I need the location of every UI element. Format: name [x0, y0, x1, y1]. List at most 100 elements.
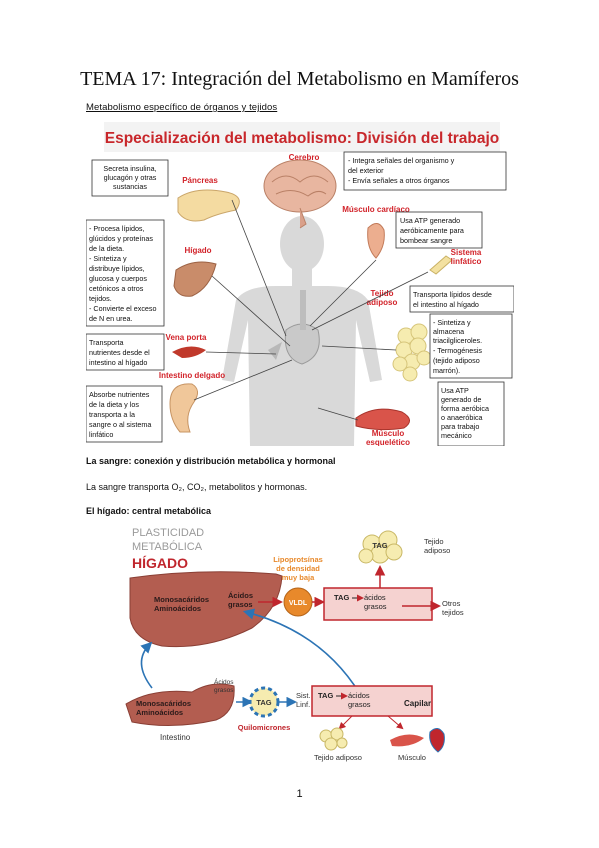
box-musculo-line: forma aeróbica — [441, 404, 489, 413]
skeletal-muscle-illustration — [355, 408, 410, 431]
box-pancreas — [91, 159, 169, 197]
box-vena-porta-line: Transporta — [89, 338, 124, 347]
section-heading-blood: La sangre: conexión y distribución metab… — [86, 456, 336, 466]
arrow-intestine-liver — [140, 641, 153, 689]
upper-vessel — [323, 587, 433, 621]
blood-paragraph: La sangre transporta O₂, CO₂, metabolito… — [86, 482, 308, 492]
label-sistema: Sistema — [451, 248, 482, 257]
liver-monosacaridos: Monosacáridos — [154, 595, 209, 604]
capillary-acidos: ácidos — [348, 691, 370, 700]
box-adiposo — [429, 313, 513, 379]
vldl-label: VLDL — [289, 600, 308, 607]
box-higado-line: - Sintetiza y — [89, 254, 127, 263]
box-musculo-line: mecánico — [441, 431, 472, 440]
box-vena-porta — [85, 333, 165, 371]
sist-1: Sist. — [296, 691, 311, 700]
section-heading-organs: Metabolismo específico de órganos y teji… — [86, 102, 278, 113]
intestine-aminoacidos: Aminoácidos — [136, 708, 183, 717]
heart-shape — [429, 728, 445, 753]
adiposo-tag: TAG — [372, 541, 387, 550]
intestine-illustration — [169, 383, 198, 433]
box-corazon-line: bombear sangre — [400, 236, 452, 245]
box-pancreas-line: sustancias — [113, 182, 147, 191]
adipose-cluster-bottom — [319, 727, 348, 751]
lipo-line-2: de densidad — [276, 564, 320, 573]
box-cerebro-line: - Envía señales a otros órganos — [348, 176, 450, 185]
label-musculo-cardiaco: Músculo cardíaco — [342, 205, 410, 214]
upper-vessel-acidos: ácidos — [364, 593, 386, 602]
box-musculo-line: para trabajo — [441, 422, 479, 431]
capillary-vessel — [311, 685, 433, 717]
label-quilomicrones: Quilomicrones — [238, 723, 291, 732]
liver-illustration — [173, 261, 217, 297]
pancreas-illustration — [177, 189, 240, 222]
intestine-monosacaridos: Monosacáridos — [136, 699, 191, 708]
figure-division-of-labor: Especialización del metabolismo: Divisió… — [85, 120, 515, 447]
arrow-capilar-liver — [242, 608, 361, 695]
liver-grasos: grasos — [228, 600, 253, 609]
box-higado-line: tejidos. — [89, 294, 112, 303]
box-linfatico — [409, 285, 515, 313]
box-adiposo-line: almacena — [433, 327, 464, 336]
heading-metabolica: METABÓLICA — [132, 540, 203, 553]
intestine-shape — [125, 683, 235, 727]
heart-illustration — [367, 223, 385, 259]
section-heading-liver: El hígado: central metabólica — [86, 506, 212, 516]
liver-shape — [129, 571, 283, 648]
heading-plasticidad: PLASTICIDAD — [132, 527, 204, 539]
box-intestino-line: transporta a la — [89, 410, 135, 419]
box-higado-line: glucosa y cuerpos — [89, 274, 147, 283]
adipose-illustration — [392, 323, 432, 382]
box-higado-line: glúcidos y proteínas — [89, 234, 153, 243]
box-higado-line: - Convierte el exceso — [89, 304, 157, 313]
otros-line-1: Otros — [442, 599, 461, 608]
box-cerebro-line: del exterior — [348, 166, 384, 175]
box-vena-porta-line: nutrientes desde el — [89, 348, 150, 357]
lipo-line-3: muy baja — [282, 573, 315, 582]
box-linfatico-line: el intestino al hígado — [413, 300, 479, 309]
label-intestino: Intestino — [160, 733, 191, 742]
label-musculo-bottom: Músculo — [398, 753, 426, 762]
box-cerebro-line: - Integra señales del organismo y — [348, 156, 455, 165]
page-title: TEMA 17: Integración del Metabolismo en … — [80, 68, 519, 90]
capillary-grasos: grasos — [348, 700, 371, 709]
box-adiposo-line: marrón). — [433, 366, 460, 375]
adipose-cluster-top — [358, 530, 403, 564]
arrow-to-adipose-bottom — [338, 715, 353, 730]
label-adiposo: adiposo — [367, 298, 398, 307]
upper-vessel-grasos: grasos — [364, 602, 387, 611]
label-capilar: Capilar — [404, 699, 431, 708]
box-adiposo-line: (tejido adiposo — [433, 356, 480, 365]
label-cerebro: Cerebro — [289, 153, 320, 162]
box-adiposo-line: - Termogénesis — [433, 346, 482, 355]
label-vena-porta: Vena porta — [166, 333, 207, 342]
liver-acidos: Ácidos — [228, 591, 253, 600]
box-intestino-line: linfático — [89, 430, 113, 439]
label-esqueletico: esquelético — [366, 438, 410, 446]
lipo-line-1: Lipoprotsínas — [273, 555, 323, 564]
box-pancreas-line: glucagón y otras — [104, 173, 157, 182]
box-corazon-line: aeróbicamente para — [400, 226, 464, 235]
box-linfatico-line: Transporta lípidos desde — [413, 290, 492, 299]
figure-liver-plasticity: PLASTICIDAD METABÓLICA HÍGADO Monosacári… — [112, 522, 474, 768]
chylomicron-tag: TAG — [256, 698, 271, 707]
page-number: 1 — [296, 788, 303, 800]
box-higado-line: cetónicos a otros — [89, 284, 144, 293]
banner-title: Especialización del metabolismo: Divisió… — [105, 130, 500, 147]
box-musculo-line: generado de — [441, 395, 481, 404]
box-adiposo-line: triacilgliceroles. — [433, 336, 482, 345]
heading-higado: HÍGADO — [132, 555, 188, 571]
box-adiposo-line: - Sintetiza y — [433, 318, 471, 327]
box-higado-line: de N en urea. — [89, 314, 133, 323]
otros-line-2: tejidos — [442, 608, 464, 617]
box-higado — [85, 219, 165, 327]
box-intestino-line: de la dieta y los — [89, 400, 139, 409]
box-intestino — [85, 385, 163, 443]
box-higado-line: de la dieta. — [89, 244, 124, 253]
box-musculo-line: Usa ATP — [441, 386, 469, 395]
box-cerebro — [343, 151, 507, 191]
tejido-top-2: adiposo — [424, 546, 450, 555]
box-vena-porta-line: intestino al hígado — [89, 358, 147, 367]
label-linfatico: linfático — [451, 257, 482, 266]
liver-aminoacidos: Aminoácidos — [154, 604, 201, 613]
